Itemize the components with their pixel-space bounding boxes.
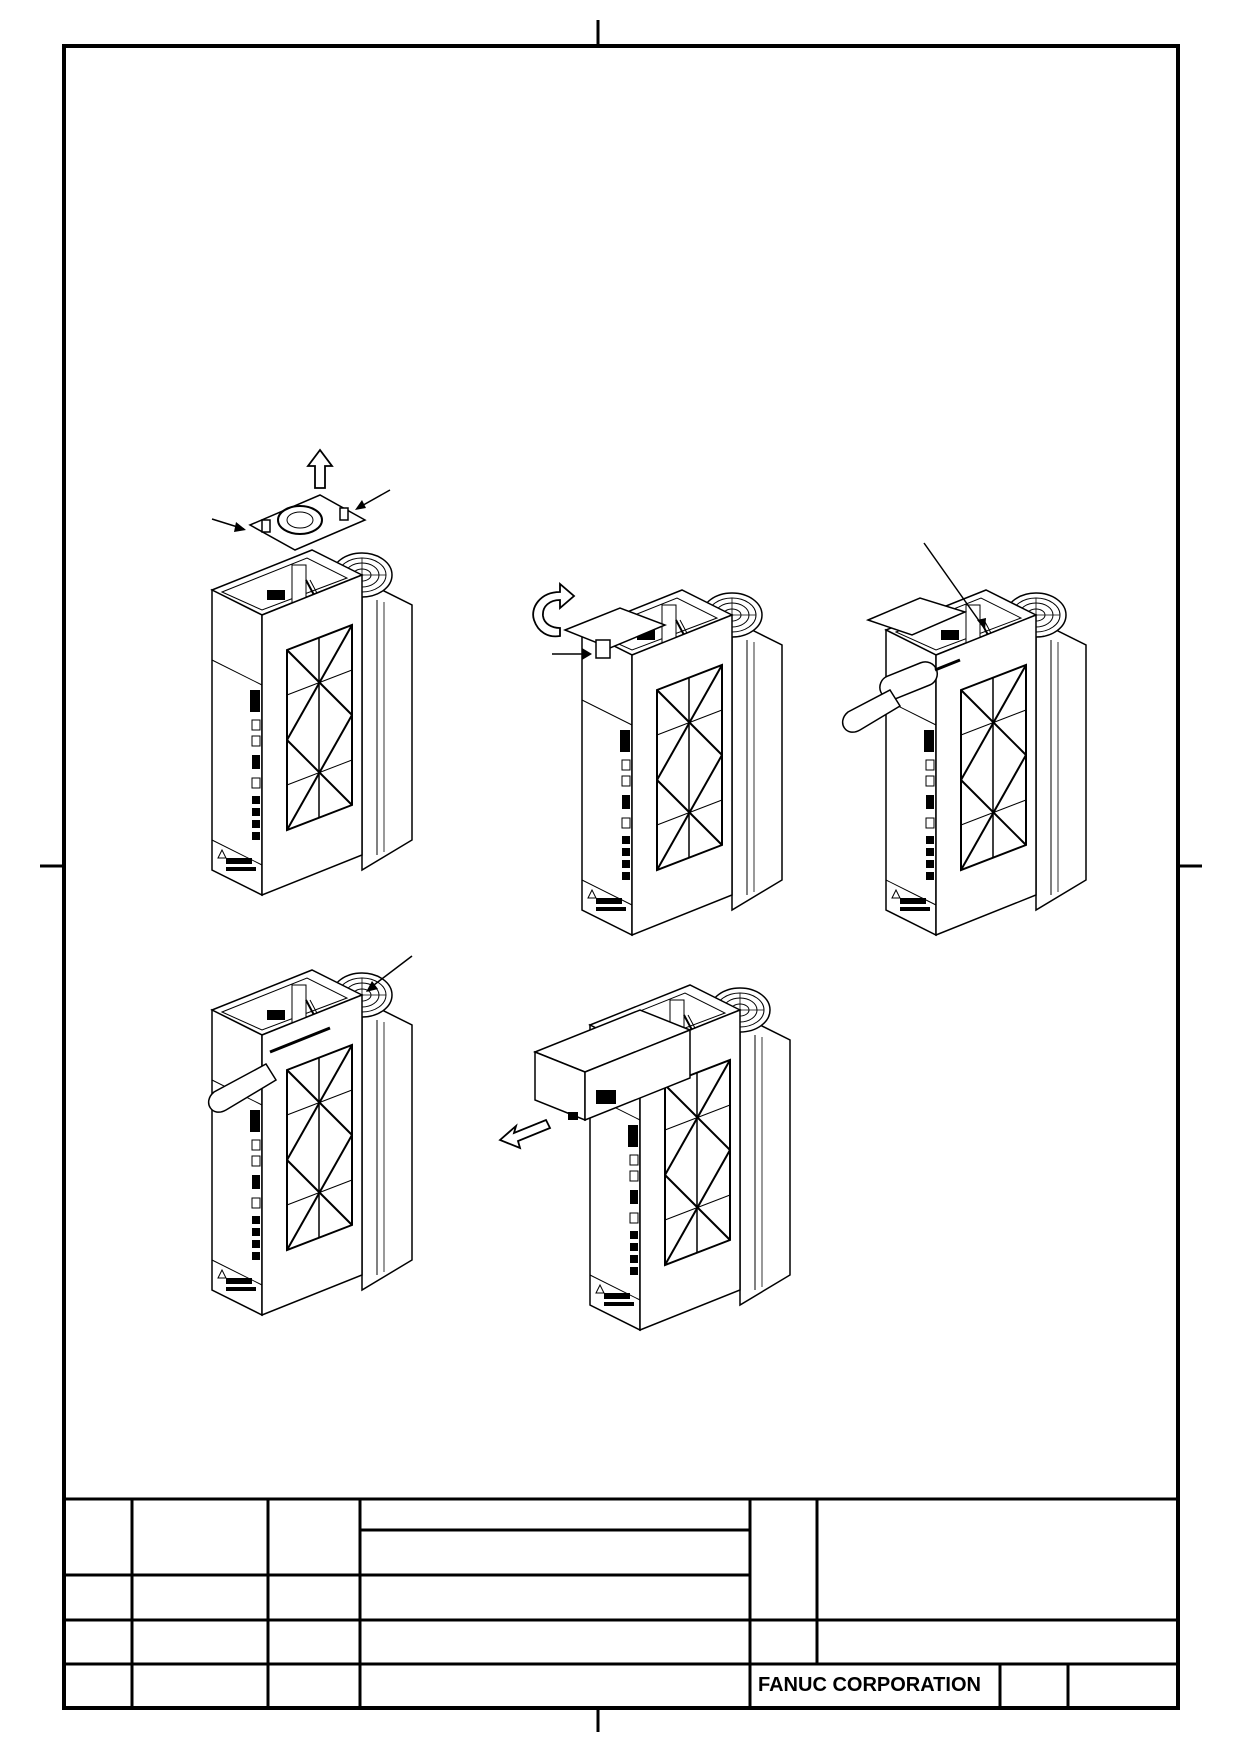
screwdriver-handle-3 [842,689,902,733]
step-2-figure [562,589,783,936]
pointer-arrowhead-step3 [977,618,986,630]
step-4-figure [211,969,413,1316]
step-3-figure [865,589,1087,936]
pointer-arrowhead-step4 [366,981,378,992]
rotate-arrow-icon [532,582,576,638]
screwdriver-handle-4 [208,1063,278,1113]
title-block [64,1497,1178,1708]
pointer-arrowhead-step2 [582,648,592,660]
company-name: FANUC CORPORATION [758,1674,981,1696]
drawing-border [62,44,1180,1710]
step-1-figure [211,494,413,896]
step-5-figure [532,984,791,1331]
pointer-arrow-step3 [923,542,983,626]
up-arrow-icon [306,448,334,489]
pull-out-arrow-icon [498,1118,552,1150]
pointer-arrowhead-left [234,522,246,532]
pointer-arrow-step4 [369,955,413,989]
pointer-arrowhead-right [355,500,366,510]
